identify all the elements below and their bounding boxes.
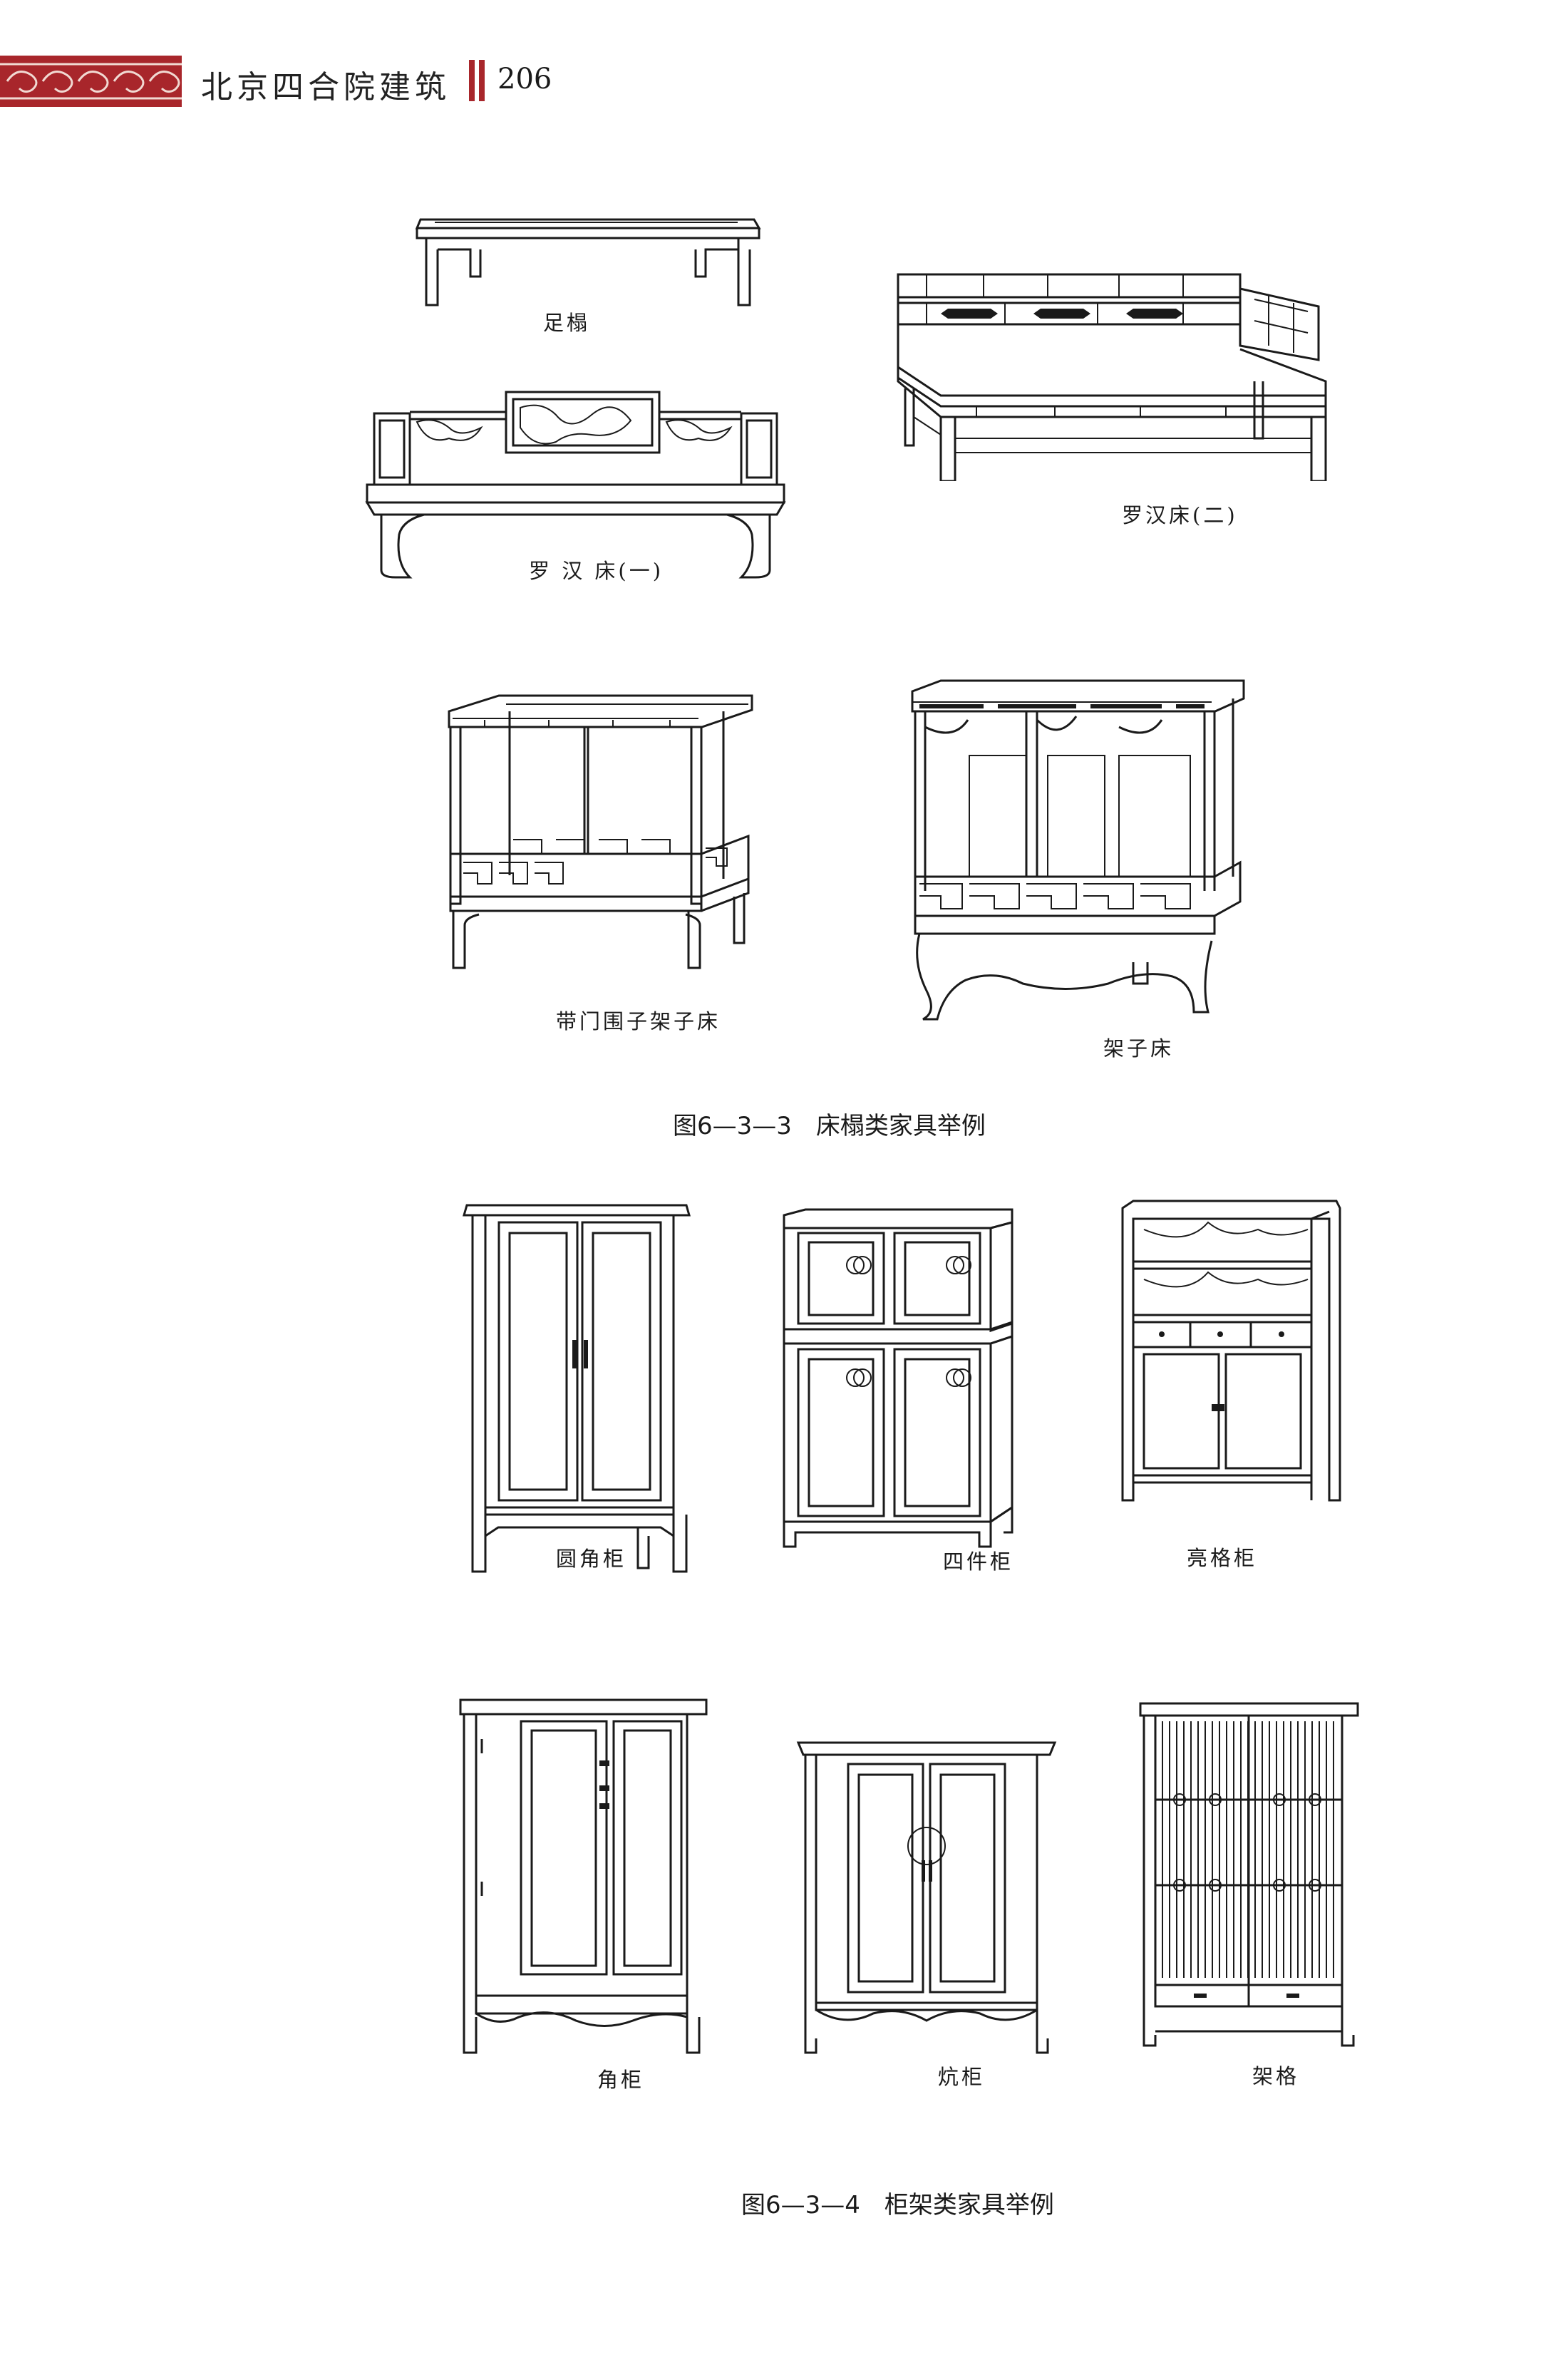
- header-divider: [469, 60, 475, 101]
- figure-6-3-4-number: 图6—3—4: [741, 2191, 860, 2219]
- liangge-gui-label: 亮格柜: [1187, 1546, 1258, 1570]
- yuanjiao-gui-label: 圆角柜: [556, 1547, 627, 1571]
- jiazi-chuang-illustration: [905, 677, 1247, 1026]
- jiao-gui-illustration: [453, 1696, 710, 2056]
- jiage-label: 架格: [1252, 2064, 1300, 2088]
- zu-ta-label: 足榻: [543, 311, 591, 335]
- jiage-illustration: [1137, 1700, 1365, 2049]
- liangge-gui-illustration: [1119, 1197, 1347, 1511]
- sijian-gui-illustration: [777, 1208, 1019, 1550]
- header-divider: [479, 60, 485, 101]
- zu-ta-illustration: [413, 207, 763, 314]
- header-ornament-band: [0, 56, 182, 107]
- cloud-ornament-icon: [0, 63, 182, 100]
- kang-gui-illustration: [795, 1739, 1058, 2056]
- luohan-chuang-1-illustration: [360, 385, 788, 584]
- daimen-weizi-jiazi-chuang-label: 带门围子架子床: [556, 1009, 721, 1033]
- figure-6-3-3-text: 床榻类家具举例: [815, 1112, 986, 1140]
- luohan-chuang-2-label: 罗汉床(二): [1122, 503, 1238, 527]
- figure-6-3-3-caption: 图6—3—3 床榻类家具举例: [673, 1106, 1010, 1141]
- sijian-gui-label: 四件柜: [943, 1549, 1014, 1574]
- daimen-weizi-jiazi-chuang-illustration: [442, 690, 755, 975]
- jiazi-chuang-label: 架子床: [1103, 1036, 1175, 1061]
- kang-gui-label: 炕柜: [938, 2065, 986, 2089]
- book-title: 北京四合院建筑: [201, 69, 450, 105]
- figure-6-3-3-number: 图6—3—3: [673, 1112, 792, 1140]
- figure-6-3-4-caption: 图6—3—4 柜架类家具举例: [741, 2185, 1078, 2220]
- page-number: 206: [497, 63, 552, 96]
- jiao-gui-label: 角柜: [597, 2068, 645, 2092]
- yuanjiao-gui-illustration: [460, 1201, 695, 1575]
- figure-6-3-4-text: 柜架类家具举例: [884, 2191, 1054, 2219]
- luohan-chuang-1-label: 罗 汉 床(一): [529, 559, 664, 583]
- luohan-chuang-2-illustration: [884, 267, 1340, 481]
